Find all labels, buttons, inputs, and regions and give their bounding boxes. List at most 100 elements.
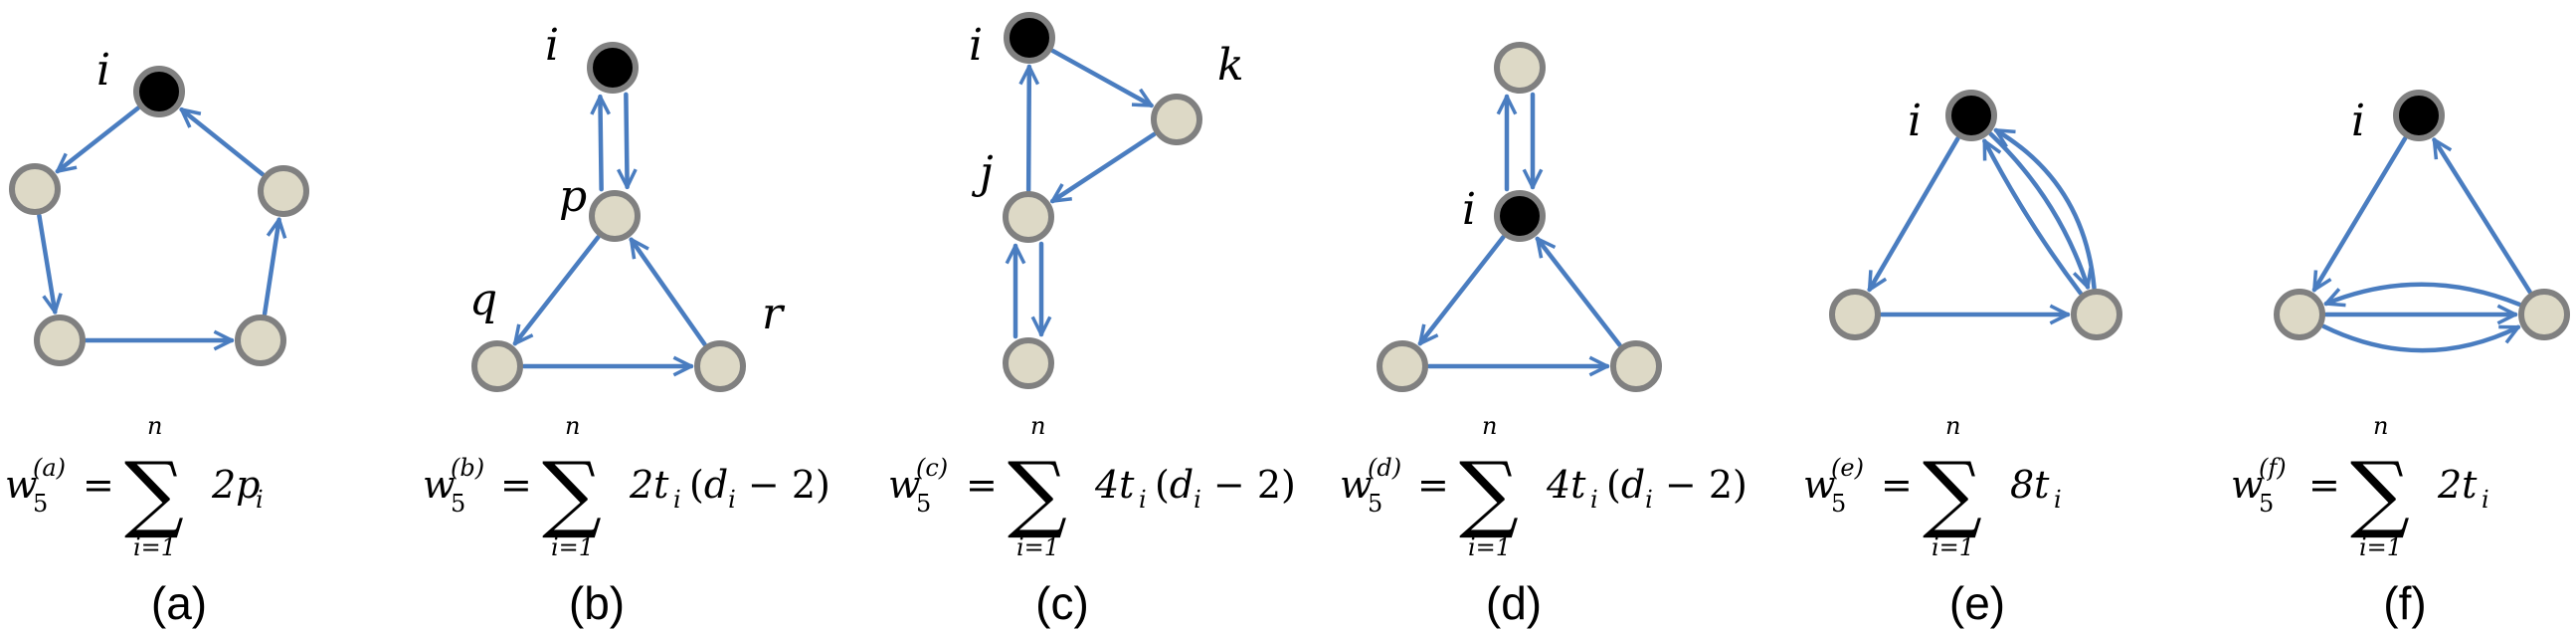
svg-text:5: 5 [1368, 490, 1382, 518]
formula-sup-a: n [147, 412, 162, 440]
svg-text:w: w [1340, 463, 1373, 507]
svg-text:w: w [5, 463, 38, 507]
formula-term-sub-d: i [1590, 486, 1598, 514]
svg-text:=: = [1881, 463, 1913, 507]
edge-b-r-p-4 [632, 240, 707, 347]
formula-tail-d: (di − 2) [1606, 463, 1748, 514]
node-label-b-q: q [469, 275, 497, 325]
node-c-k [1151, 94, 1202, 145]
svg-text:5: 5 [451, 490, 465, 518]
svg-text:=: = [966, 463, 998, 507]
edge-f-r-i-1 [2432, 140, 2532, 295]
node-f-l [2274, 289, 2325, 340]
captions-layer: (a)(b)(c)(d)(e)(f) [151, 577, 2427, 629]
node-e-i [1945, 90, 1997, 141]
node-a-br [235, 315, 286, 366]
node-a-i [133, 66, 185, 117]
edge-a-i-u-0 [58, 105, 141, 171]
node-d-i [1494, 190, 1546, 242]
edge-d-i-l-2 [1420, 235, 1506, 343]
edge-f-r-l-4 [2326, 282, 2522, 305]
node-label-c-j: j [971, 147, 994, 198]
formula-term-sub-a: i [256, 486, 264, 514]
formula-sub-b: i=1 [551, 533, 594, 561]
caption-c: (c) [1035, 577, 1089, 629]
edge-b-i-p-0 [626, 92, 627, 187]
svg-text:=: = [500, 463, 532, 507]
node-e-r [2071, 289, 2122, 340]
svg-text:5: 5 [1831, 490, 1846, 518]
svg-text:∑: ∑ [1008, 444, 1067, 541]
formula-term-sub-b: i [673, 486, 681, 514]
formula-label-a: (a) [33, 454, 66, 482]
formula-sup-c: n [1030, 412, 1045, 440]
node-f-r [2518, 289, 2570, 340]
svg-text:5: 5 [916, 490, 931, 518]
node-b-q [471, 340, 523, 392]
formula-sup-f: n [2373, 412, 2388, 440]
edge-e-r-i-2 [1996, 127, 2097, 291]
edge-a-br-r-3 [262, 220, 279, 316]
node-f-i [2393, 90, 2445, 141]
svg-text:5: 5 [2259, 490, 2274, 518]
node-d-t [1494, 42, 1546, 94]
edge-c-i-k-0 [1050, 48, 1152, 108]
svg-text:∑: ∑ [2350, 444, 2410, 541]
node-d-r [1610, 340, 1662, 392]
formula-sub-f: i=1 [2359, 533, 2402, 561]
node-label-d-i: i [1462, 184, 1476, 235]
svg-text:=: = [2308, 463, 2340, 507]
edge-c-j-i-2 [1028, 67, 1029, 193]
edge-e-r-i-4 [1982, 141, 2083, 296]
node-a-u [9, 163, 61, 215]
edge-b-p-i-1 [600, 97, 601, 192]
node-e-l [1829, 289, 1881, 340]
edge-f-i-l-0 [2311, 135, 2408, 290]
svg-text:∑: ∑ [1923, 444, 1982, 541]
svg-text:w: w [423, 463, 456, 507]
formula-sub-e: i=1 [1932, 533, 1974, 561]
node-b-i [587, 42, 639, 94]
node-b-p [589, 190, 641, 242]
formula-term-b: 2t [629, 463, 669, 507]
edges-layer [37, 48, 2532, 366]
node-c-i [1004, 12, 1055, 64]
formula-label-b: (b) [451, 454, 484, 482]
svg-text:=: = [1417, 463, 1449, 507]
node-label-f-i: i [2351, 96, 2365, 146]
formula-sup-d: n [1482, 412, 1497, 440]
formula-sub-a: i=1 [133, 533, 176, 561]
formula-tail-b: (di − 2) [689, 463, 830, 514]
edge-a-r-i-4 [182, 109, 266, 177]
formula-term-a: 2p [211, 463, 261, 507]
node-label-e-i: i [1908, 96, 1922, 146]
svg-text:w: w [2231, 463, 2264, 507]
caption-d: (d) [1486, 577, 1542, 629]
node-d-l [1377, 340, 1428, 392]
formula-label-c: (c) [916, 454, 948, 482]
nodes-layer [9, 12, 2570, 392]
formula-term-e: 8t [2010, 463, 2050, 507]
edge-b-p-q-2 [515, 235, 601, 343]
svg-text:∑: ∑ [1459, 444, 1519, 541]
formula-label-e: (e) [1831, 454, 1864, 482]
edge-c-k-j-1 [1052, 131, 1157, 204]
edge-e-i-l-0 [1867, 136, 1960, 290]
node-label-b-p: p [559, 171, 587, 222]
caption-f: (f) [2383, 577, 2426, 629]
formula-sup-b: n [565, 412, 580, 440]
formula-sup-e: n [1945, 412, 1960, 440]
formula-term-f: 2t [2437, 463, 2478, 507]
svg-text:=: = [83, 463, 114, 507]
node-c-b [1003, 337, 1054, 389]
formula-sub-c: i=1 [1016, 533, 1059, 561]
caption-b: (b) [569, 577, 625, 629]
node-label-b-i: i [545, 20, 559, 71]
svg-text:w: w [888, 463, 921, 507]
